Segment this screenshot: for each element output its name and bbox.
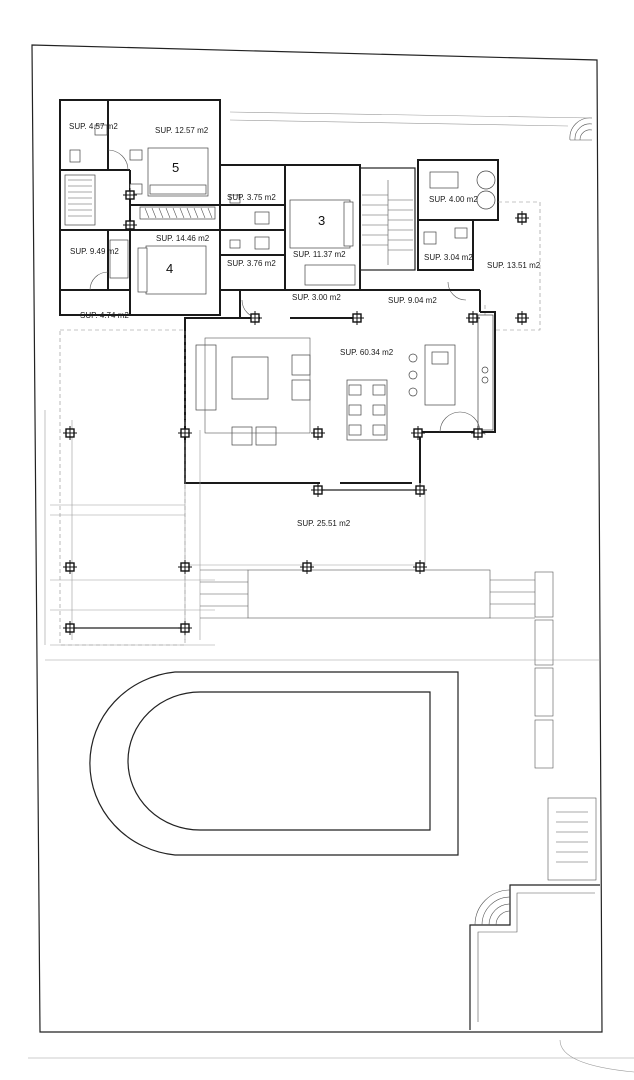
room-area-label: SUP. 3.00 m2 — [292, 293, 341, 302]
hall-walls — [239, 289, 481, 318]
room-area-label: SUP. 25.51 m2 — [297, 519, 351, 528]
room-area-label: SUP. 9.49 m2 — [70, 247, 119, 256]
column-marker — [413, 560, 427, 574]
column-marker — [63, 426, 77, 440]
pergola-left — [44, 329, 215, 646]
living-room-walls — [184, 311, 496, 491]
room-area-label: SUP. 11.37 m2 — [293, 250, 346, 259]
column-marker — [515, 211, 529, 225]
room-area-label: SUP. 12.57 m2 — [155, 126, 209, 135]
bedroom-number-3: 3 — [318, 213, 325, 228]
door-swing-bath-left — [89, 271, 109, 291]
garden-edge-top-inner — [229, 119, 569, 127]
room-area-label: SUP. 3.04 m2 — [424, 253, 473, 262]
room-area-label: SUP. 9.04 m2 — [388, 296, 437, 305]
wardrobe-room-5 — [139, 206, 216, 220]
terrace-outline — [185, 430, 426, 640]
center-rooms-walls — [219, 164, 361, 291]
wardrobe-room-3 — [304, 264, 356, 286]
door-swing-bedroom-5 — [107, 149, 129, 171]
column-marker — [248, 311, 262, 325]
room-area-label: SUP. 4.57 m2 — [69, 122, 118, 131]
column-marker — [311, 426, 325, 440]
bathroom-fixtures-left — [64, 124, 129, 279]
plot-boundary — [31, 44, 603, 1033]
column-marker — [123, 188, 137, 202]
service-rooms-walls — [417, 159, 499, 271]
column-marker — [178, 621, 192, 635]
kitchen-island — [408, 344, 456, 406]
laundry-fixtures — [423, 170, 496, 245]
column-marker — [300, 560, 314, 574]
dining-set — [346, 379, 388, 441]
kitchen-counter — [477, 314, 494, 431]
lower-terrace — [469, 884, 600, 1030]
room-area-label: SUP. 4.00 m2 — [429, 195, 478, 204]
column-marker — [311, 483, 325, 497]
garden-edge-top — [229, 111, 593, 119]
column-marker — [413, 483, 427, 497]
bedroom-number-5: 5 — [172, 160, 179, 175]
corner-arcs-top-right — [569, 117, 593, 141]
terrace-steps — [200, 569, 535, 619]
room-area-label: SUP. 3.75 m2 — [227, 193, 276, 202]
room-area-label: SUP. 60.34 m2 — [340, 348, 394, 357]
bed-room-5 — [129, 147, 209, 197]
column-marker — [178, 426, 192, 440]
column-marker — [515, 311, 529, 325]
door-swing-service — [447, 281, 467, 301]
room-area-label: SUP. 3.76 m2 — [227, 259, 276, 268]
structural-columns — [63, 188, 529, 635]
column-marker — [178, 560, 192, 574]
garden-stairs — [547, 797, 597, 881]
column-marker — [123, 218, 137, 232]
staircase — [359, 167, 416, 271]
room-area-label: SUP. 14.46 m2 — [156, 234, 210, 243]
bed-room-3 — [289, 199, 354, 249]
bedroom-number-4: 4 — [166, 261, 173, 276]
porch-outline-right — [485, 201, 541, 331]
swimming-pool — [89, 671, 459, 856]
column-marker — [471, 426, 485, 440]
living-furniture — [195, 337, 311, 446]
room-area-label: SUP. 4.74 m2 — [80, 311, 129, 320]
room-area-label: SUP. 13.51 m2 — [487, 261, 541, 270]
bed-room-4 — [137, 245, 207, 295]
side-planters-right — [534, 571, 554, 769]
bathroom-fixtures-center — [229, 194, 270, 250]
column-marker — [63, 621, 77, 635]
column-marker — [63, 560, 77, 574]
street-curb-curve — [559, 1039, 634, 1073]
column-marker — [411, 426, 425, 440]
column-marker — [466, 311, 480, 325]
column-marker — [350, 311, 364, 325]
